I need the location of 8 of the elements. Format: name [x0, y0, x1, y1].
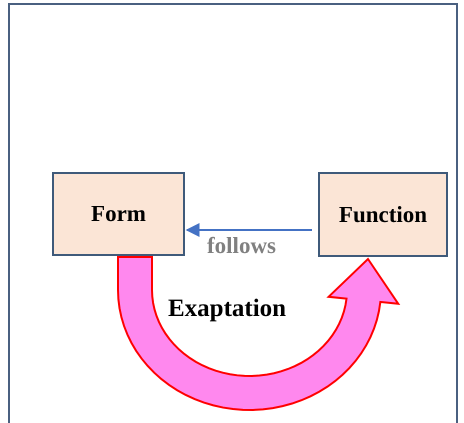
concept-box	[318, 172, 448, 257]
curved-arrow	[117, 256, 400, 411]
arrow	[186, 223, 312, 237]
edge-label: Exaptation	[168, 296, 286, 321]
edge-label: follows	[207, 234, 276, 257]
concept-box	[52, 172, 185, 256]
box-label: Form	[91, 201, 146, 227]
box-label: Function	[338, 202, 428, 228]
